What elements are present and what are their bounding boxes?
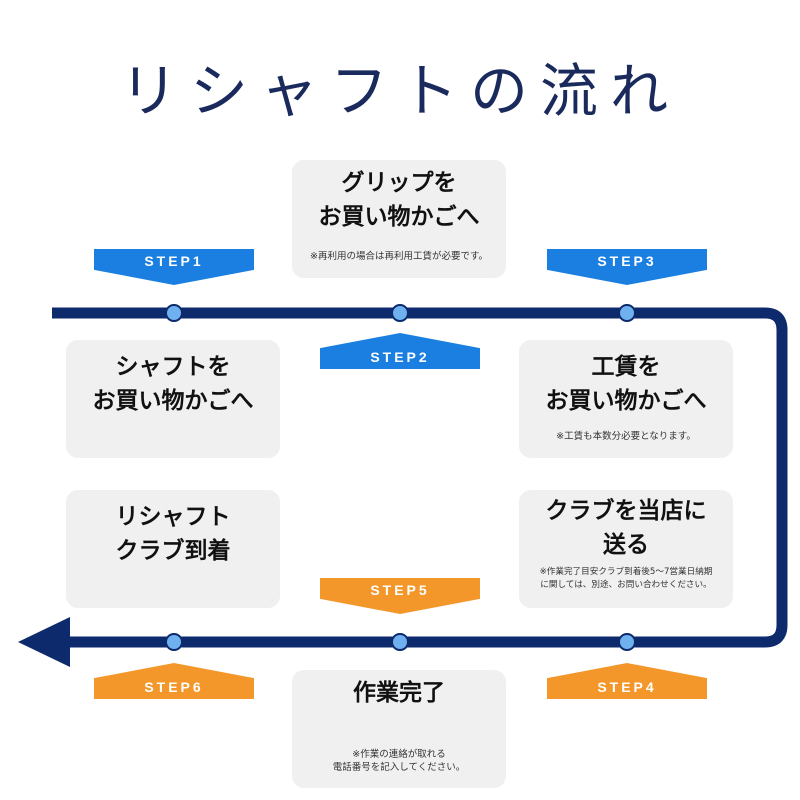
- card-ship: クラブを当店に 送る ※作業完了目安クラブ到着後5～7営業日納期 に関しては、別…: [519, 490, 733, 608]
- card-complete: 作業完了 ※作業の連絡が取れる 電話番号を記入してください。: [292, 670, 506, 788]
- card-labor: 工賃を お買い物かごへ ※工賃も本数分必要となります。: [519, 340, 733, 458]
- flow-dot-step6: [165, 633, 183, 651]
- card-return-heading: リシャフト クラブ到着: [115, 504, 231, 564]
- card-complete-note: ※作業の連絡が取れる 電話番号を記入してください。: [332, 749, 466, 773]
- flow-line: [52, 307, 788, 648]
- flow-dot-step5: [391, 633, 409, 651]
- flow-dot-step2: [391, 304, 409, 322]
- step3-banner: STEP3: [547, 249, 707, 285]
- card-shaft-heading: シャフトを お買い物かごへ: [92, 354, 254, 414]
- card-return: リシャフト クラブ到着: [66, 490, 280, 608]
- card-grip-heading: グリップを お買い物かごへ: [318, 170, 480, 230]
- card-ship-note: ※作業完了目安クラブ到着後5～7営業日納期 に関しては、別途、お問い合わせくださ…: [539, 567, 713, 590]
- card-labor-note: ※工賃も本数分必要となります。: [556, 431, 696, 442]
- flow-dot-step1: [165, 304, 183, 322]
- flow-dot-step4: [618, 633, 636, 651]
- card-grip-note: ※再利用の場合は再利用工賃が必要です。: [309, 251, 488, 262]
- card-ship-heading: クラブを当店に 送る: [545, 498, 707, 558]
- card-complete-heading: 作業完了: [353, 680, 445, 706]
- card-shaft: シャフトを お買い物かごへ: [66, 340, 280, 458]
- page-title: リシャフトの流れ: [119, 57, 680, 125]
- card-grip: グリップを お買い物かごへ ※再利用の場合は再利用工賃が必要です。: [292, 160, 506, 278]
- card-labor-heading: 工賃を お買い物かごへ: [545, 354, 707, 414]
- flow-dot-step3: [618, 304, 636, 322]
- flow-arrowhead: [18, 617, 70, 667]
